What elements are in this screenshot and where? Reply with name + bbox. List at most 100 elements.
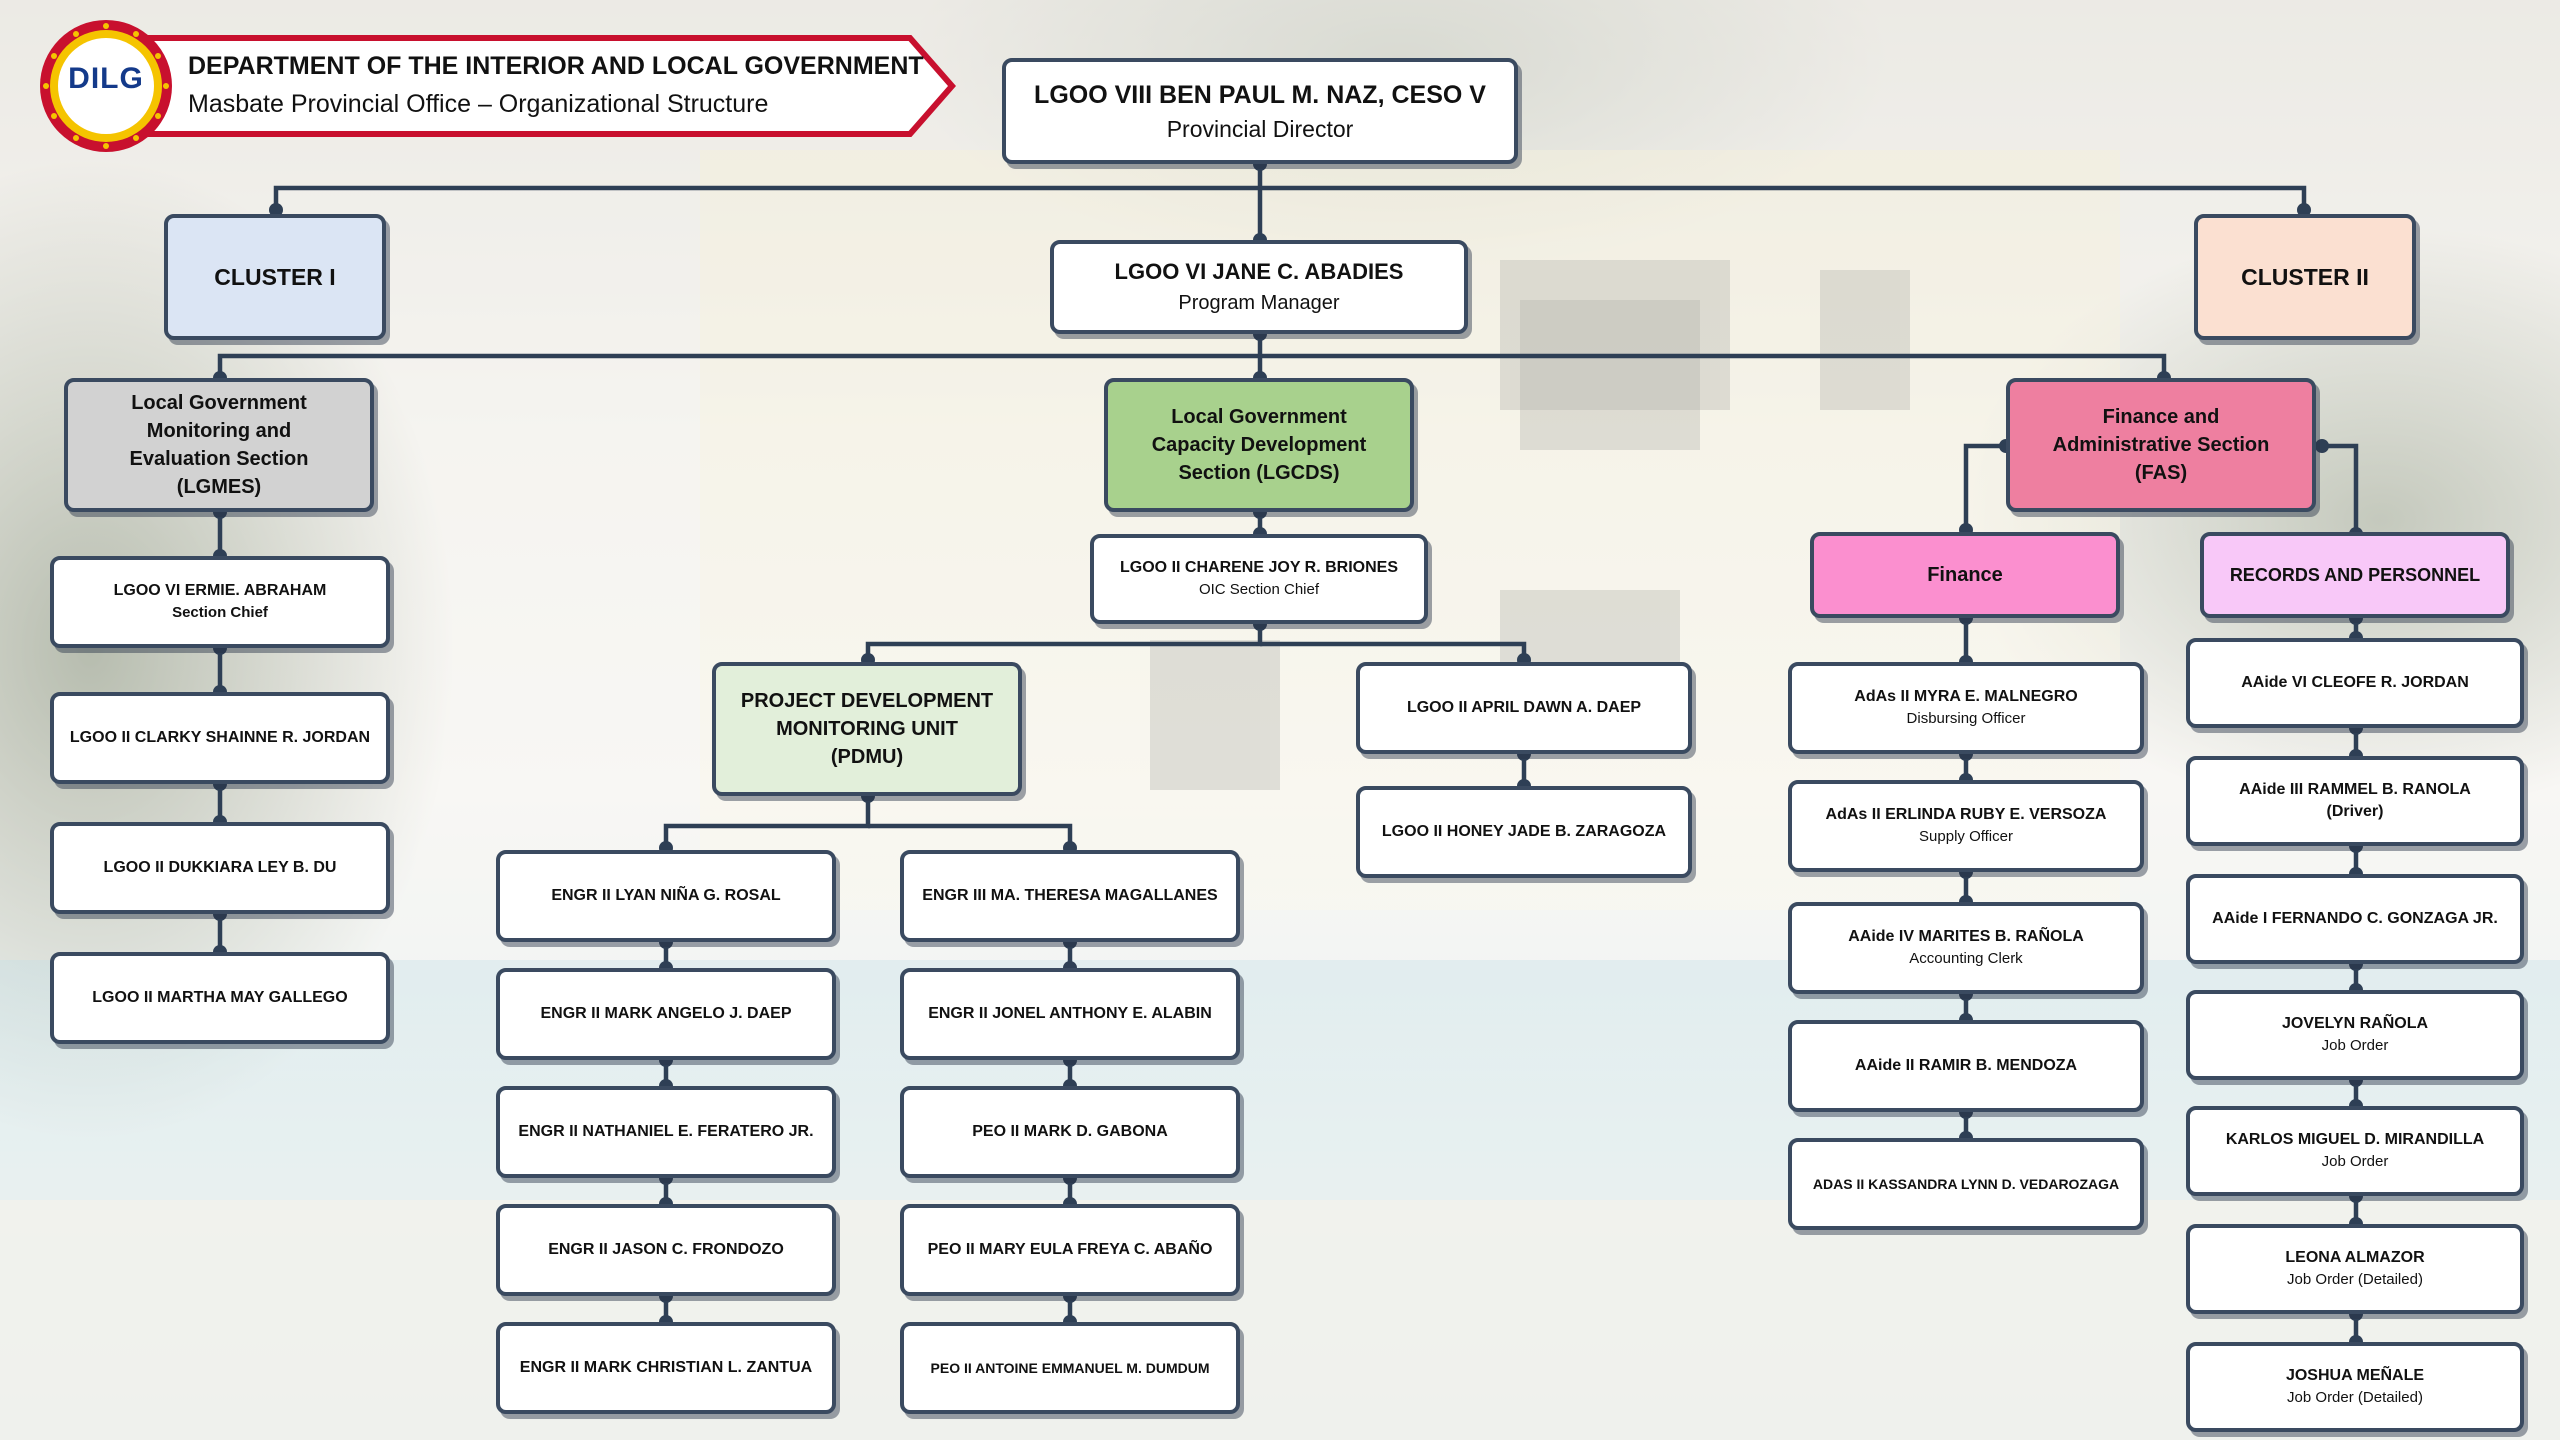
pdmu-member-box: ENGR II JONEL ANTHONY E. ALABIN — [900, 968, 1240, 1060]
lgmes-label-line: Local Government — [131, 392, 307, 414]
fas-label-line: Finance and — [2102, 406, 2220, 428]
lgmes-member-box: LGOO II DUKKIARA LEY B. DU — [50, 822, 390, 914]
member-name: ENGR II MARK CHRISTIAN L. ZANTUA — [519, 1359, 813, 1376]
member-title: Job Order (Detailed) — [2287, 1271, 2423, 1288]
member-name: AAide III RAMMEL B. RANOLA — [2239, 781, 2471, 798]
header-title: DEPARTMENT OF THE INTERIOR AND LOCAL GOV… — [188, 52, 924, 80]
pdmu-member-box: ENGR II NATHANIEL E. FERATERO JR. — [496, 1086, 836, 1178]
pdmu-member-box: ENGR II JASON C. FRONDOZO — [496, 1204, 836, 1296]
member-title: Supply Officer — [1919, 828, 2013, 845]
lgmes-section-box: Local Government Monitoring and Evaluati… — [64, 378, 374, 512]
cluster-2-box: CLUSTER II — [2194, 214, 2416, 340]
pdmu-member-box: ENGR II MARK CHRISTIAN L. ZANTUA — [496, 1322, 836, 1414]
member-title: Disbursing Officer — [1906, 710, 2026, 727]
member-name: PEO II ANTOINE EMMANUEL M. DUMDUM — [930, 1360, 1210, 1376]
finance-member-box: AdAs II ERLINDA RUBY E. VERSOZA Supply O… — [1788, 780, 2144, 872]
lgcds-member-box: LGOO II HONEY JADE B. ZARAGOZA — [1356, 786, 1692, 878]
member-name: LGOO II CLARKY SHAINNE R. JORDAN — [69, 729, 371, 746]
program-manager-title: Program Manager — [1178, 292, 1340, 314]
window-shape — [1150, 640, 1280, 790]
director-title: Provincial Director — [1166, 116, 1354, 142]
member-name: AAide IV MARITES B. RAÑOLA — [1848, 928, 2084, 945]
connector-node — [2315, 439, 2329, 453]
member-name: AAide II RAMIR B. MENDOZA — [1854, 1057, 2078, 1074]
member-name: ADAS II KASSANDRA LYNN D. VEDAROZAGA — [1812, 1176, 2120, 1192]
member-name: LGOO II MARTHA MAY GALLEGO — [92, 989, 348, 1006]
lgmes-member-box: LGOO II CLARKY SHAINNE R. JORDAN — [50, 692, 390, 784]
records-unit-box: RECORDS AND PERSONNEL — [2200, 532, 2510, 618]
program-manager-name: LGOO VI JANE C. ABADIES — [1114, 259, 1404, 284]
member-name: JOSHUA MEÑALE — [2285, 1367, 2425, 1384]
window-shape — [1500, 260, 1730, 410]
member-name: ENGR III MA. THERESA MAGALLANES — [922, 887, 1218, 904]
lgmes-member-box: LGOO II MARTHA MAY GALLEGO — [50, 952, 390, 1044]
records-member-box: KARLOS MIGUEL D. MIRANDILLA Job Order — [2186, 1106, 2524, 1196]
lgmes-member-box: LGOO VI ERMIE. ABRAHAM Section Chief — [50, 556, 390, 648]
lgcds-label-line: Capacity Development — [1151, 434, 1367, 456]
records-member-box: AAide VI CLEOFE R. JORDAN — [2186, 638, 2524, 728]
member-title: Accounting Clerk — [1909, 950, 2023, 967]
logo-text: DILG — [68, 62, 144, 95]
records-member-box: AAide III RAMMEL B. RANOLA (Driver) — [2186, 756, 2524, 846]
header-subtitle: Masbate Provincial Office – Organization… — [188, 90, 769, 118]
pdmu-member-box: ENGR II MARK ANGELO J. DAEP — [496, 968, 836, 1060]
director-name: LGOO VIII BEN PAUL M. NAZ, CESO V — [1034, 81, 1486, 109]
member-name: AdAs II MYRA E. MALNEGRO — [1854, 688, 2078, 705]
records-member-box: LEONA ALMAZOR Job Order (Detailed) — [2186, 1224, 2524, 1314]
finance-member-box: AAide IV MARITES B. RAÑOLA Accounting Cl… — [1788, 902, 2144, 994]
member-name: ENGR II JASON C. FRONDOZO — [548, 1241, 784, 1258]
fas-label-line: Administrative Section — [2052, 434, 2270, 456]
provincial-director-box: LGOO VIII BEN PAUL M. NAZ, CESO V Provin… — [1002, 58, 1518, 164]
lgmes-label-line: Monitoring and — [146, 420, 292, 442]
program-manager-box: LGOO VI JANE C. ABADIES Program Manager — [1050, 240, 1468, 334]
pdmu-member-box: PEO II ANTOINE EMMANUEL M. DUMDUM — [900, 1322, 1240, 1414]
records-member-box: AAide I FERNANDO C. GONZAGA JR. — [2186, 874, 2524, 964]
member-title: (Driver) — [2326, 803, 2384, 820]
pdmu-member-box: PEO II MARK D. GABONA — [900, 1086, 1240, 1178]
member-title: OIC Section Chief — [1198, 581, 1320, 598]
member-name: LGOO II DUKKIARA LEY B. DU — [103, 859, 337, 876]
pdmu-label-line: (PDMU) — [830, 746, 904, 768]
member-name: AdAs II ERLINDA RUBY E. VERSOZA — [1825, 806, 2107, 823]
finance-member-box: AAide II RAMIR B. MENDOZA — [1788, 1020, 2144, 1112]
member-title: Job Order — [2321, 1037, 2389, 1054]
pdmu-member-box: ENGR III MA. THERESA MAGALLANES — [900, 850, 1240, 942]
finance-label: Finance — [1927, 564, 2003, 586]
pdmu-member-box: PEO II MARY EULA FREYA C. ABAÑO — [900, 1204, 1240, 1296]
cluster-1-label: CLUSTER I — [214, 264, 336, 290]
lgcds-chief-box: LGOO II CHARENE JOY R. BRIONES OIC Secti… — [1090, 534, 1428, 624]
member-name: ENGR II NATHANIEL E. FERATERO JR. — [518, 1123, 814, 1140]
lgcds-label-line: Section (LGCDS) — [1178, 462, 1340, 484]
pdmu-label-line: PROJECT DEVELOPMENT — [740, 690, 994, 712]
member-name: PEO II MARK D. GABONA — [972, 1123, 1168, 1140]
member-name: ENGR II MARK ANGELO J. DAEP — [540, 1005, 792, 1022]
member-name: LGOO II CHARENE JOY R. BRIONES — [1120, 559, 1398, 576]
ground — [0, 1200, 2560, 1440]
member-name: LGOO II HONEY JADE B. ZARAGOZA — [1381, 823, 1667, 840]
pdmu-label-line: MONITORING UNIT — [776, 718, 958, 740]
pdmu-unit-box: PROJECT DEVELOPMENT MONITORING UNIT (PDM… — [712, 662, 1022, 796]
cluster-1-box: CLUSTER I — [164, 214, 386, 340]
member-name: JOVELYN RAÑOLA — [2281, 1015, 2429, 1032]
member-name: LGOO II APRIL DAWN A. DAEP — [1406, 699, 1642, 716]
member-title: Job Order (Detailed) — [2287, 1389, 2423, 1406]
finance-member-box: AdAs II MYRA E. MALNEGRO Disbursing Offi… — [1788, 662, 2144, 754]
member-name: KARLOS MIGUEL D. MIRANDILLA — [2225, 1131, 2485, 1148]
lgcds-member-box: LGOO II APRIL DAWN A. DAEP — [1356, 662, 1692, 754]
member-title: Job Order — [2321, 1153, 2389, 1170]
dilg-logo — [40, 20, 172, 152]
member-name: LGOO VI ERMIE. ABRAHAM — [113, 582, 327, 599]
lgcds-label-line: Local Government — [1171, 406, 1347, 428]
member-title: Section Chief — [172, 604, 268, 621]
window-shape — [1520, 300, 1700, 450]
finance-unit-box: Finance — [1810, 532, 2120, 618]
lgmes-label-line: (LGMES) — [176, 476, 262, 498]
lgmes-label-line: Evaluation Section — [129, 448, 309, 470]
cluster-2-label: CLUSTER II — [2241, 264, 2369, 290]
lgcds-section-box: Local Government Capacity Development Se… — [1104, 378, 1414, 512]
window-shape — [1820, 270, 1910, 410]
member-name: PEO II MARY EULA FREYA C. ABAÑO — [927, 1241, 1213, 1258]
fas-label-line: (FAS) — [2134, 462, 2188, 484]
member-name: AAide I FERNANDO C. GONZAGA JR. — [2212, 910, 2498, 927]
member-name: ENGR II LYAN NIÑA G. ROSAL — [551, 887, 781, 904]
